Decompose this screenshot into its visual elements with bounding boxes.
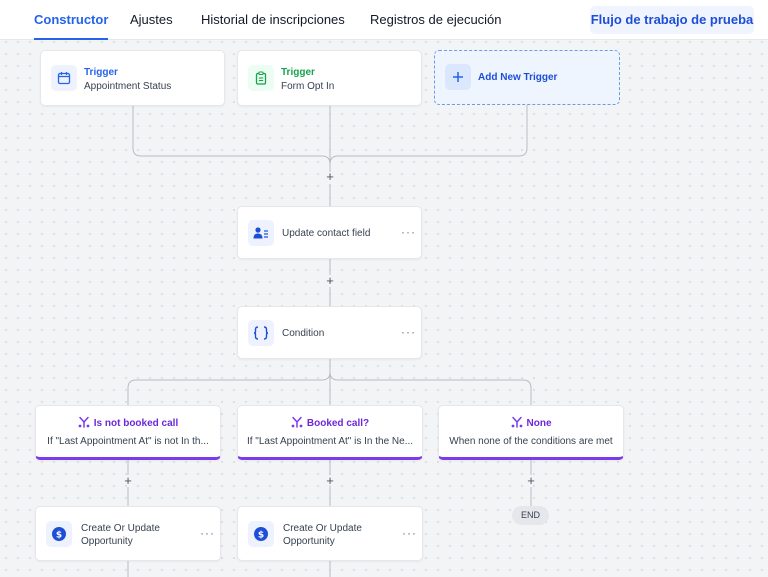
top-navigation-bar: Constructor Ajustes Historial de inscrip… — [0, 0, 768, 40]
trigger-subtitle: Appointment Status — [84, 81, 172, 92]
tab-ajustes[interactable]: Ajustes — [130, 12, 173, 27]
trigger-title: Trigger — [281, 67, 315, 78]
more-options-icon[interactable]: ··· — [402, 526, 417, 540]
add-trigger-label: Add New Trigger — [478, 72, 558, 83]
end-marker: END — [512, 506, 549, 525]
action-create-update-opportunity[interactable]: $ Create Or Update Opportunity ··· — [237, 506, 423, 561]
branch-description: If "Last Appointment At" is not In th... — [47, 436, 209, 447]
add-step-button[interactable]: + — [527, 473, 535, 488]
branch-split-icon — [511, 416, 522, 428]
branch-description: If "Last Appointment At" is In the Ne... — [246, 436, 414, 447]
tab-historial-inscripciones[interactable]: Historial de inscripciones — [201, 12, 345, 27]
branch-title-text: None — [526, 418, 552, 429]
trigger-subtitle: Form Opt In — [281, 81, 335, 92]
more-options-icon[interactable]: ··· — [200, 526, 215, 540]
trigger-title: Trigger — [84, 67, 118, 78]
branch-split-icon — [291, 416, 303, 428]
more-options-icon[interactable]: ··· — [401, 325, 416, 339]
braces-icon — [248, 320, 274, 346]
action-label-line2: Opportunity — [81, 536, 133, 547]
add-step-button[interactable]: + — [326, 473, 334, 488]
action-condition[interactable]: Condition ··· — [237, 306, 422, 359]
action-label: Condition — [282, 328, 325, 339]
add-step-button[interactable]: + — [124, 473, 132, 488]
tab-registros-ejecucion[interactable]: Registros de ejecución — [370, 12, 502, 27]
branch-title: Is not booked call — [36, 416, 220, 429]
add-step-button[interactable]: + — [326, 273, 334, 288]
branch-description: When none of the conditions are met — [449, 436, 613, 447]
branch-title-text: Is not booked call — [93, 418, 179, 429]
dollar-icon: $ — [248, 521, 274, 547]
branch-split-icon — [78, 416, 90, 428]
action-label-line1: Create Or Update — [81, 523, 160, 534]
add-new-trigger-button[interactable]: Add New Trigger — [434, 50, 620, 105]
trigger-form-opt-in[interactable]: Trigger Form Opt In — [237, 50, 422, 106]
branch-none[interactable]: None When none of the conditions are met — [438, 405, 624, 460]
action-create-update-opportunity[interactable]: $ Create Or Update Opportunity ··· — [35, 506, 221, 561]
test-workflow-button[interactable]: Flujo de trabajo de prueba — [590, 6, 754, 34]
branch-title: Booked call? — [238, 416, 422, 429]
branch-title-text: Booked call? — [306, 418, 370, 429]
add-step-button[interactable]: + — [326, 169, 334, 184]
dollar-icon: $ — [46, 521, 72, 547]
plus-icon — [445, 64, 471, 90]
calendar-icon — [51, 65, 77, 91]
trigger-appointment-status[interactable]: Trigger Appointment Status — [40, 50, 225, 106]
svg-text:$: $ — [56, 531, 62, 541]
branch-is-not-booked-call[interactable]: Is not booked call If "Last Appointment … — [35, 405, 221, 460]
action-label-line2: Opportunity — [283, 536, 335, 547]
action-update-contact-field[interactable]: Update contact field ··· — [237, 206, 422, 259]
svg-text:$: $ — [258, 531, 264, 541]
clipboard-icon — [248, 65, 274, 91]
action-label: Update contact field — [282, 228, 371, 239]
branch-title: None — [439, 416, 623, 429]
tab-constructor[interactable]: Constructor — [34, 0, 109, 40]
contact-card-icon — [248, 220, 274, 246]
more-options-icon[interactable]: ··· — [401, 225, 416, 239]
branch-booked-call[interactable]: Booked call? If "Last Appointment At" is… — [237, 405, 423, 460]
action-label-line1: Create Or Update — [283, 523, 362, 534]
